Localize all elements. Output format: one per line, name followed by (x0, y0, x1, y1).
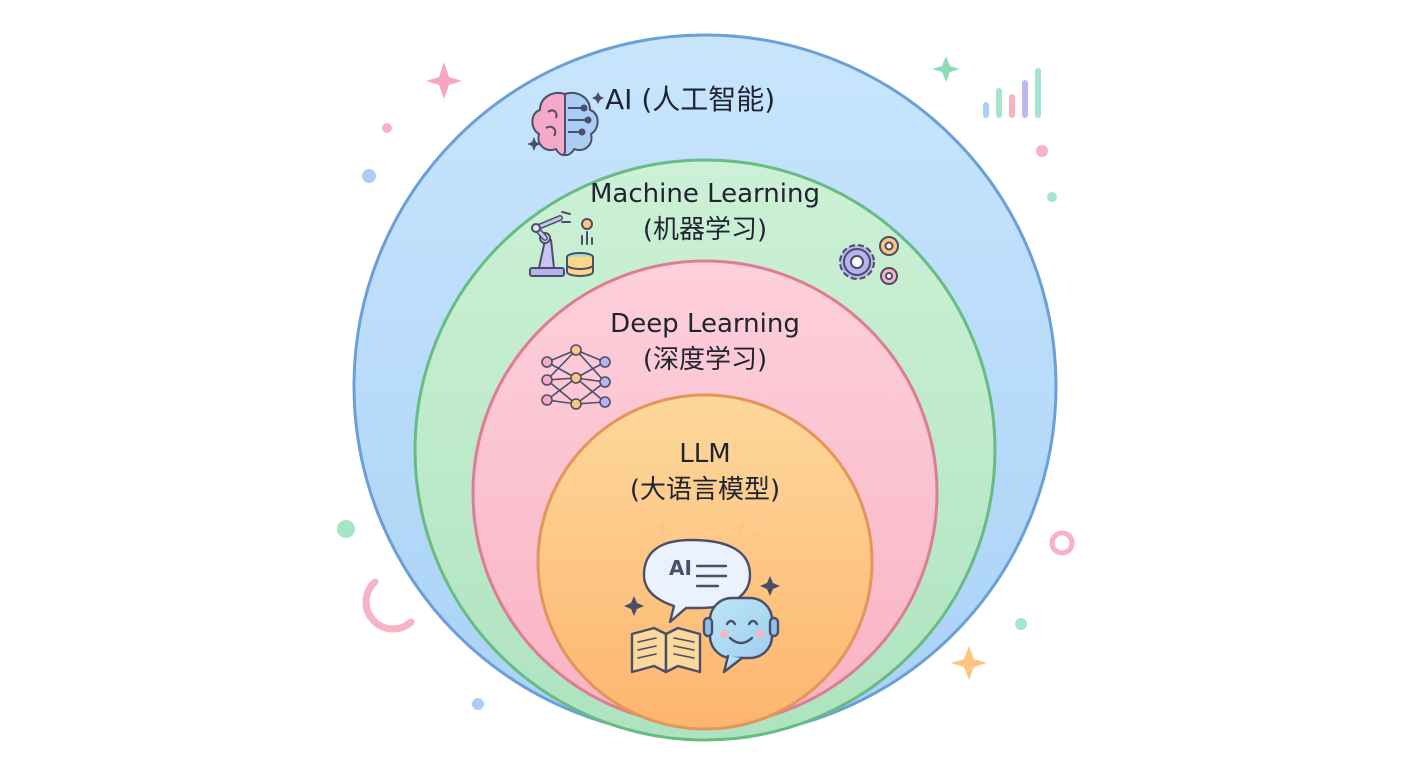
sparkle-icon (951, 646, 987, 680)
label-llm: LLM (大语言模型) (595, 436, 815, 508)
label-machine-learning: Machine Learning (机器学习) (555, 176, 855, 248)
bar-chart-icon (983, 68, 1041, 118)
dot-decoration (337, 520, 355, 538)
label-ai-line1: AI (人工智能) (605, 83, 776, 116)
label-ai: AI (人工智能) (605, 82, 815, 118)
dot-decoration (1036, 145, 1048, 157)
brain-circuit-icon (527, 92, 604, 157)
dot-decoration (1015, 618, 1027, 630)
label-deep-learning-line1: Deep Learning (610, 309, 800, 339)
label-llm-line2: (大语言模型) (629, 475, 781, 505)
dot-decoration (472, 698, 484, 710)
robot-arm-icon (529, 211, 594, 277)
gears-icon (839, 236, 899, 285)
dot-decoration (382, 123, 392, 133)
chat-bot-icon: AI (624, 522, 780, 674)
label-llm-line1: LLM (679, 439, 731, 469)
sparkle-icon (426, 62, 462, 99)
dot-decoration (362, 169, 376, 183)
ring-decoration (1049, 530, 1075, 556)
label-machine-learning-line1: Machine Learning (590, 179, 820, 209)
label-deep-learning: Deep Learning (深度学习) (575, 306, 835, 378)
crescent-decoration (362, 578, 415, 633)
neural-network-icon (541, 344, 611, 410)
label-deep-learning-line2: (深度学习) (642, 345, 768, 375)
label-machine-learning-line2: (机器学习) (642, 215, 768, 245)
dot-decoration (1047, 192, 1057, 202)
sparkle-icon (932, 56, 960, 82)
background-decorations (337, 56, 1075, 710)
chat-bubble-ai-label: AI (669, 556, 692, 580)
